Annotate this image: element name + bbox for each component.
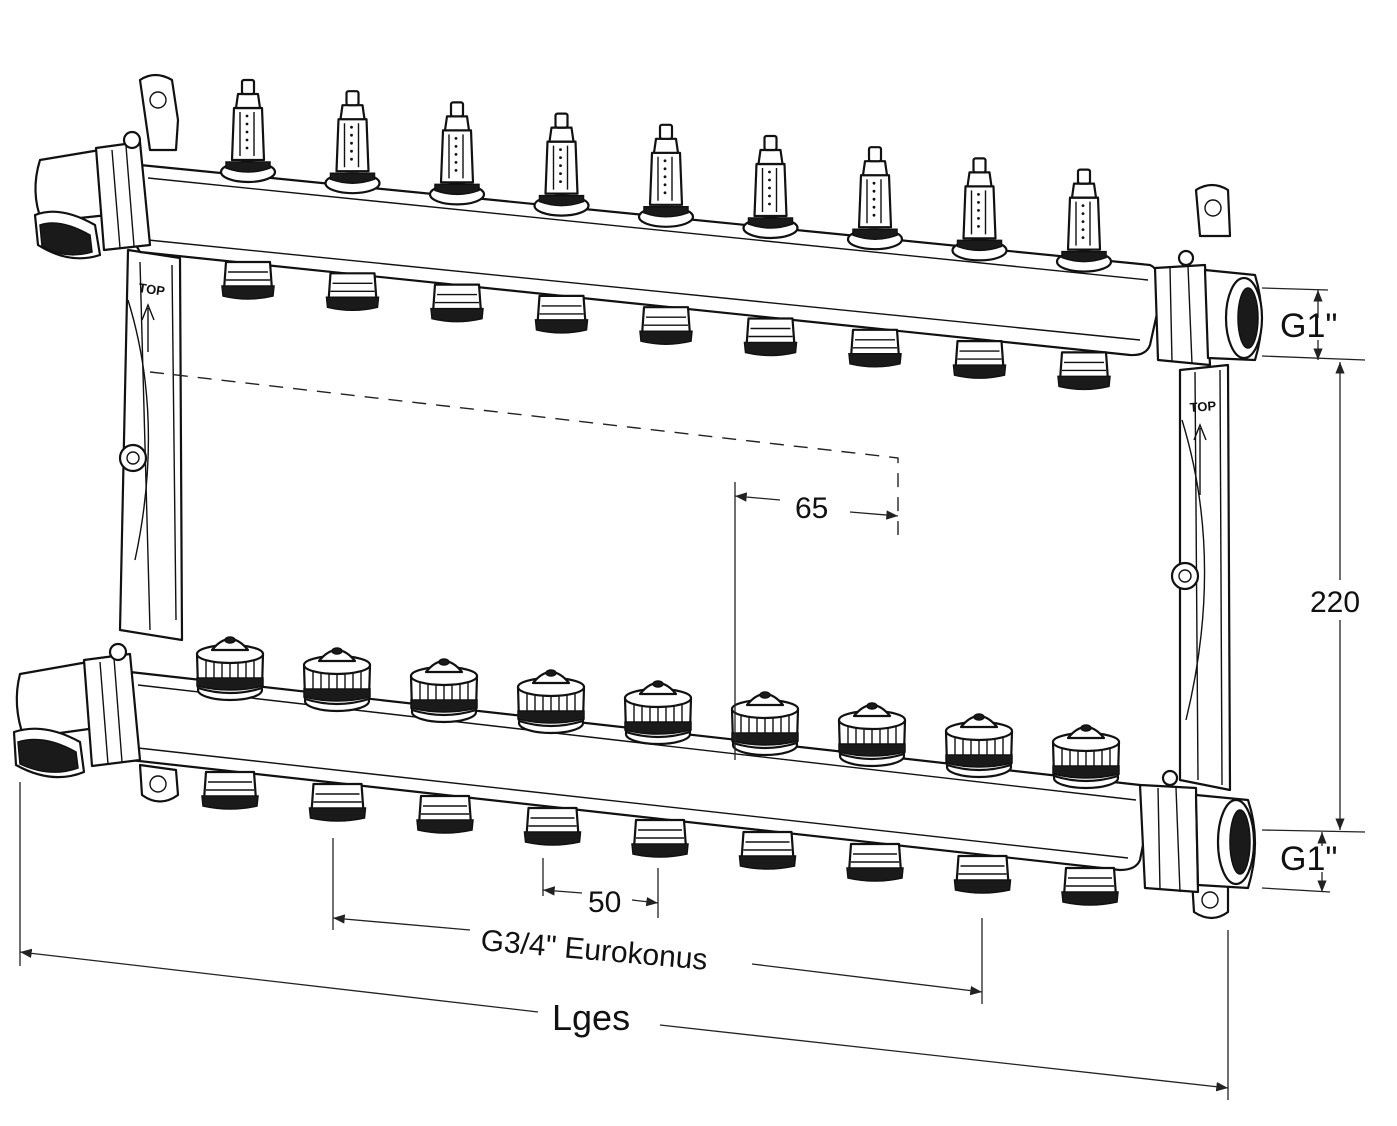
- return-outlet: [631, 818, 689, 858]
- flowmeter[interactable]: [428, 101, 486, 206]
- valve-cap[interactable]: [409, 658, 479, 724]
- flowmeter[interactable]: [846, 146, 904, 251]
- flowmeter[interactable]: [951, 157, 1008, 262]
- eurokonus-label: G3/4" Eurokonus: [479, 924, 708, 977]
- valve-cap[interactable]: [944, 713, 1014, 779]
- return-outlet: [953, 854, 1012, 894]
- valve-cap[interactable]: [302, 647, 372, 713]
- flowmeter[interactable]: [637, 123, 695, 228]
- flowmeter[interactable]: [219, 78, 277, 184]
- dim-arrow-lges-right: [659, 1024, 1229, 1092]
- return-manifold: [12, 642, 1257, 894]
- supply-outlet-row: [221, 260, 1111, 391]
- return-outlet: [308, 782, 367, 822]
- dim-arrow-65-right: [849, 510, 899, 520]
- dim-arrow-lges-left: [19, 948, 539, 1013]
- valve-row: [195, 636, 1121, 790]
- supply-outlet: [848, 328, 902, 368]
- dim-220-label: 220: [1310, 586, 1360, 619]
- return-outlet: [416, 794, 474, 834]
- supply-manifold: [33, 130, 1264, 367]
- valve-cap[interactable]: [1051, 724, 1121, 790]
- extension-top-g1: [1261, 287, 1329, 291]
- extension-220-top: [1261, 355, 1366, 361]
- dim-arrow-eurokonus-left: [332, 914, 471, 931]
- reference-dashed-line: [149, 371, 899, 535]
- left-bracket: TOP: [118, 73, 184, 803]
- supply-outlet: [1057, 351, 1111, 391]
- return-outlet: [738, 830, 797, 870]
- valve-cap[interactable]: [516, 669, 586, 735]
- valve-cap[interactable]: [195, 636, 265, 702]
- supply-outlet: [221, 260, 275, 300]
- left-top-label: TOP: [138, 280, 167, 299]
- right-top-label: TOP: [1189, 398, 1217, 415]
- flowmeter[interactable]: [533, 112, 590, 217]
- return-outlet: [201, 770, 259, 810]
- flowmeter-row: [219, 78, 1113, 273]
- right-up-arrow-icon: [1193, 423, 1207, 495]
- valve-cap[interactable]: [837, 702, 907, 768]
- return-outlet: [846, 842, 904, 882]
- left-up-arrow-icon: [141, 303, 155, 352]
- supply-outlet: [325, 272, 380, 312]
- supply-outlet: [952, 340, 1007, 379]
- top-connection-label: G1": [1280, 307, 1337, 345]
- return-outlet-row: [201, 770, 1119, 906]
- dim-arrow-50-left: [542, 886, 583, 896]
- supply-outlet: [534, 294, 589, 334]
- valve-cap[interactable]: [623, 680, 693, 746]
- flowmeter[interactable]: [742, 134, 799, 240]
- supply-outlet: [430, 283, 484, 323]
- bottom-connection-label: G1": [1280, 840, 1337, 878]
- valve-cap[interactable]: [730, 691, 800, 757]
- dim-50-label: 50: [588, 886, 621, 919]
- return-outlet: [1061, 866, 1119, 906]
- flowmeter[interactable]: [324, 90, 381, 195]
- extension-bottom-g1: [1261, 887, 1331, 893]
- dim-arrow-eurokonus-right: [751, 963, 983, 996]
- supply-outlet: [743, 317, 798, 357]
- dim-65-label: 65: [795, 492, 828, 525]
- dim-arrow-65-left: [734, 492, 781, 502]
- return-outlet: [523, 806, 582, 846]
- extension-220-bottom: [1261, 829, 1366, 833]
- right-bracket: TOP: [1170, 183, 1232, 920]
- dim-arrow-50-right: [631, 897, 659, 907]
- lges-label: Lges: [552, 997, 630, 1038]
- supply-outlet: [639, 306, 693, 345]
- flowmeter[interactable]: [1055, 168, 1113, 273]
